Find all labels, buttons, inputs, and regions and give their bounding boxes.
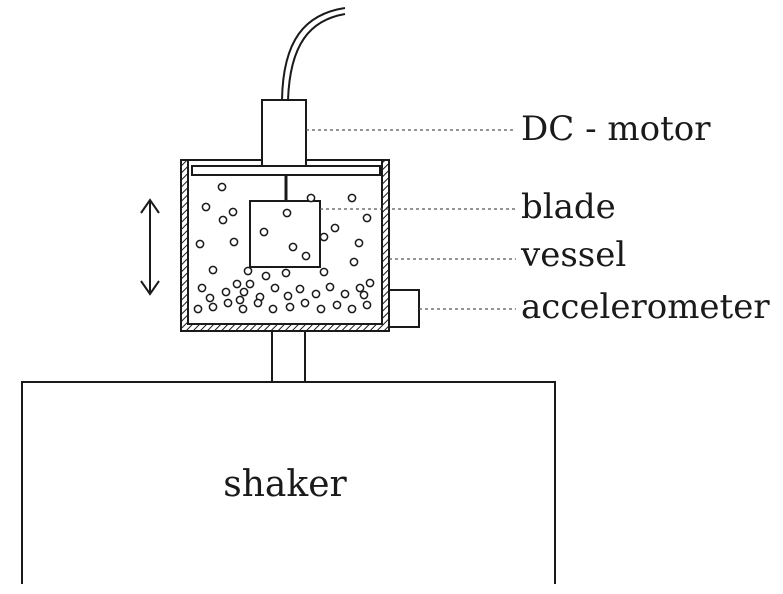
particle <box>340 289 350 299</box>
particle <box>239 287 249 297</box>
particle <box>306 193 316 203</box>
particle <box>316 304 326 314</box>
particle <box>330 223 340 233</box>
particle <box>332 300 342 310</box>
particle <box>347 193 357 203</box>
particle <box>223 298 233 308</box>
particle <box>238 304 248 314</box>
granular-particles <box>193 182 375 314</box>
particle <box>319 267 329 277</box>
particle <box>235 295 245 305</box>
particle <box>195 239 205 249</box>
label-blade: blade <box>521 187 616 227</box>
particle <box>355 283 365 293</box>
particle <box>347 304 357 314</box>
particle <box>217 182 227 192</box>
particle <box>295 284 305 294</box>
particle <box>301 251 311 261</box>
particle <box>325 282 335 292</box>
particle <box>288 242 298 252</box>
label-vessel: vessel <box>520 235 626 275</box>
particle <box>205 293 215 303</box>
particle <box>362 213 372 223</box>
double-headed-vertical-arrow-icon <box>140 198 160 296</box>
particle <box>208 265 218 275</box>
particle <box>300 298 310 308</box>
particle <box>281 268 291 278</box>
particle <box>365 278 375 288</box>
particle <box>228 207 238 217</box>
particle <box>354 238 364 248</box>
particle <box>319 232 329 242</box>
particle <box>197 283 207 293</box>
accelerometer <box>388 289 420 328</box>
particle <box>359 290 369 300</box>
particle <box>232 279 242 289</box>
particle <box>245 279 255 289</box>
vessel-lid <box>191 165 381 176</box>
particle <box>218 215 228 225</box>
label-accelerometer: accelerometer <box>521 287 770 327</box>
particle <box>270 283 280 293</box>
vessel <box>180 159 390 332</box>
particle <box>349 257 359 267</box>
particle <box>285 302 295 312</box>
dc-motor <box>261 99 307 167</box>
label-shaker: shaker <box>223 464 347 505</box>
particle <box>259 227 269 237</box>
shaker <box>21 381 556 584</box>
particle <box>311 289 321 299</box>
label-dc-motor: DC - motor <box>521 109 711 149</box>
particle <box>283 291 293 301</box>
particle <box>261 271 271 281</box>
particle <box>253 298 263 308</box>
particle <box>282 208 292 218</box>
motor-cable <box>281 7 346 101</box>
particle <box>193 304 203 314</box>
particle <box>221 287 231 297</box>
particle <box>208 302 218 312</box>
leader-lines <box>306 129 516 310</box>
particle <box>362 300 372 310</box>
support-column <box>271 331 306 382</box>
particle <box>268 304 278 314</box>
particle <box>243 266 253 276</box>
particle <box>201 202 211 212</box>
particle <box>229 237 239 247</box>
